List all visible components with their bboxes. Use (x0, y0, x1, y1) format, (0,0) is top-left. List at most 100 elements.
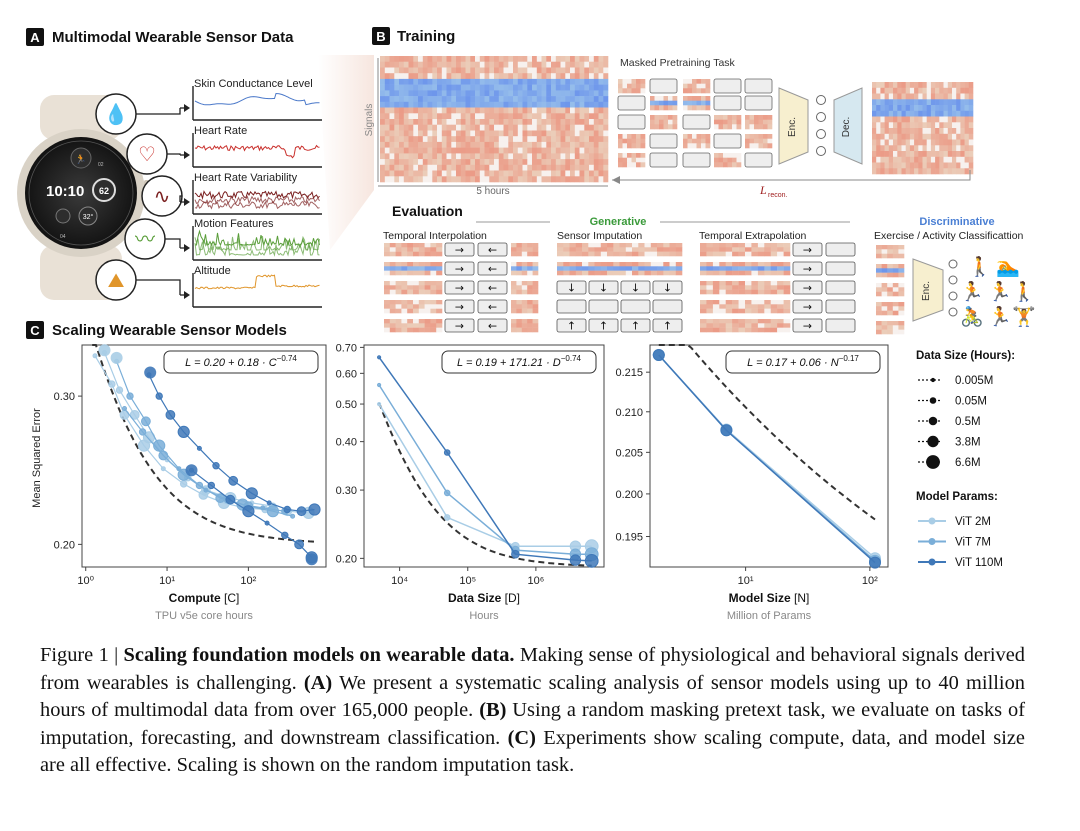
heatmap-cell (498, 61, 504, 68)
recon-cell (893, 145, 898, 152)
series-line (658, 354, 876, 559)
interp-patch-cell (389, 247, 396, 252)
recon-cell (926, 145, 932, 152)
x-tick-label: 10⁶ (527, 575, 544, 587)
recon-cell (901, 151, 906, 157)
heatmap-cell (394, 96, 400, 103)
recon-cell (893, 156, 898, 163)
formula-text: L = 0.19 + 171.21 · D−0.74 (457, 354, 582, 369)
extrap-patch-cell (738, 327, 746, 333)
heatmap-cell (527, 147, 533, 154)
interp-patch-cell (436, 308, 443, 314)
recon-cell (905, 133, 911, 140)
class-patch-cell (876, 306, 882, 311)
heatmap-cell (475, 153, 480, 160)
visible-patch-cell (636, 79, 641, 84)
recon-cell (884, 128, 890, 134)
heatmap-cell (513, 141, 518, 148)
imput-patch-cell (625, 266, 633, 271)
recon-cell (960, 87, 965, 94)
interp-patch-cell (384, 300, 391, 305)
heatmap-cell (565, 101, 571, 108)
heatmap-cell (598, 176, 604, 183)
heatmap-cell (470, 176, 476, 183)
heatmap-cell (465, 119, 471, 125)
interp-patch-cell (511, 308, 517, 314)
interp-patch-cell (418, 281, 425, 286)
heatmap-cell (451, 141, 457, 148)
interp-patch-cell (532, 281, 539, 286)
recon-cell (943, 156, 948, 163)
interp-patch-cell (521, 304, 528, 309)
heatmap-cell (418, 124, 423, 131)
heatmap-cell (384, 113, 390, 120)
heatmap-cell (541, 96, 547, 103)
extrap-patch-cell (757, 262, 765, 267)
recon-cell (952, 151, 957, 157)
interp-patch-cell (516, 304, 523, 309)
data-point (443, 449, 451, 456)
heatmap-cell (508, 147, 514, 154)
heatmap-cell (437, 78, 442, 85)
heatmap-cell (394, 119, 400, 125)
extrap-patch-cell (751, 270, 759, 276)
recon-cell (909, 133, 915, 140)
heatmap-cell (413, 107, 419, 114)
heatmap-cell (574, 101, 580, 108)
visible-patch-cell (767, 119, 773, 125)
recon-cell (914, 110, 919, 117)
extrap-patch-cell (764, 266, 771, 271)
heatmap-cell (508, 164, 514, 171)
recon-cell (880, 168, 885, 175)
formula-exponent: −0.17 (839, 354, 860, 363)
heatmap-cell (413, 119, 419, 125)
heatmap-cell (498, 141, 504, 148)
visible-patch-cell (654, 100, 660, 106)
arrow-glyph: → (455, 320, 464, 333)
heatmap-cell (384, 78, 390, 85)
heatmap-cell (408, 164, 414, 171)
heatmap-cell (536, 107, 542, 114)
class-patch-cell (892, 321, 899, 326)
interp-patch-cell (511, 319, 517, 324)
data-point-large (185, 464, 198, 477)
recon-cell (918, 122, 923, 129)
recon-cell (960, 151, 965, 157)
visible-patch-cell (767, 124, 773, 130)
heatmap-cell (479, 84, 485, 91)
visible-patch-cell (659, 124, 664, 130)
heatmap-cell (418, 96, 423, 103)
visible-patch-cell (668, 124, 673, 130)
visible-patch-cell (618, 138, 623, 144)
heatmap-cell (584, 107, 590, 114)
heatmap-cell (536, 130, 542, 137)
extrap-patch-cell (751, 251, 759, 257)
heatmap-cell (574, 107, 580, 114)
extrap-patch-cell (712, 285, 720, 290)
x-axis-label: Data Size [D] (448, 591, 520, 605)
masked-box (477, 280, 508, 295)
interp-patch-cell (407, 319, 414, 324)
extrap-patch-cell (777, 247, 784, 252)
recon-cell (960, 93, 965, 100)
heatmap-cell (536, 159, 542, 166)
heatmap-cell (389, 56, 395, 62)
recon-cell (905, 145, 911, 152)
heatmap-cell (446, 101, 452, 108)
extrap-patch-cell (770, 251, 778, 257)
recon-cell (964, 151, 970, 157)
heatmap-cell (532, 96, 537, 103)
arrow-glyph: ← (488, 282, 497, 295)
recon-cell (960, 162, 965, 169)
imput-patch-cell (650, 266, 658, 271)
heatmap-cell (522, 67, 528, 74)
interp-patch-cell (436, 304, 443, 309)
recon-cell (893, 110, 898, 117)
heatmap-cell (570, 96, 575, 103)
recon-cell (893, 128, 898, 134)
interp-patch-cell (430, 300, 437, 305)
extrap-patch-cell (757, 327, 765, 333)
interp-patch-cell (511, 247, 517, 252)
heatmap-cell (394, 73, 400, 80)
